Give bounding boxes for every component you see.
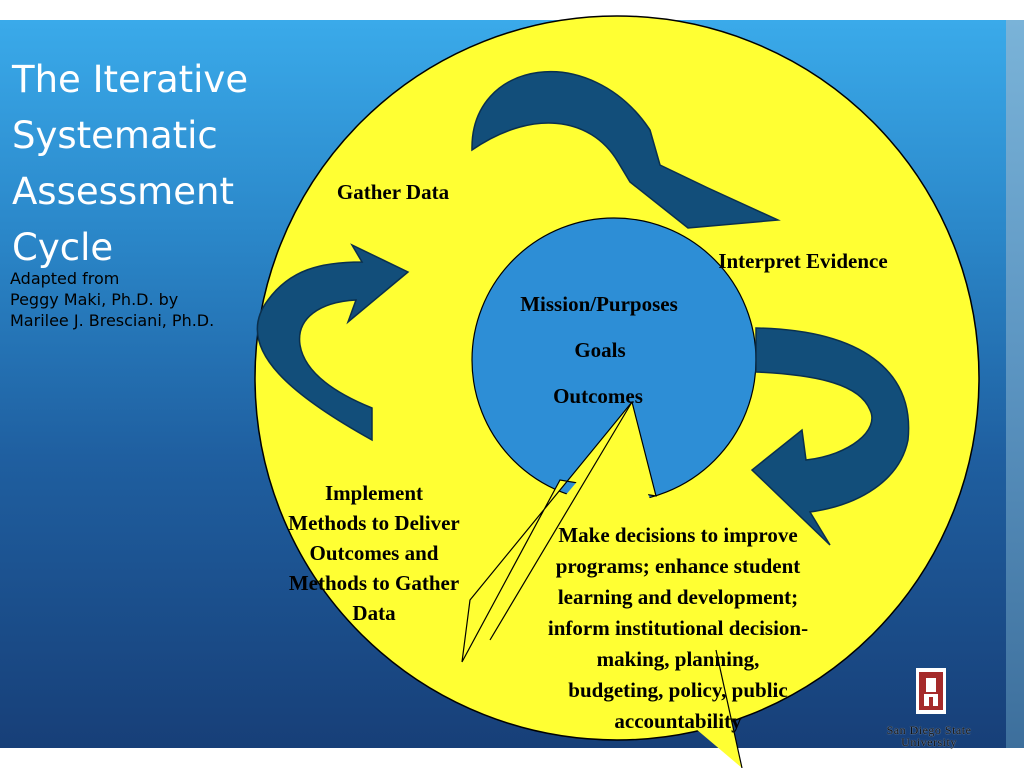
decisions-line-3: learning and development; bbox=[557, 585, 799, 609]
right-edge-band bbox=[1006, 20, 1024, 748]
title-line-1: The Iterative bbox=[12, 58, 249, 101]
implement-line-4: Methods to Gather bbox=[288, 571, 460, 595]
implement-line-3: Outcomes and bbox=[309, 541, 439, 565]
decisions-line-5: making, planning, bbox=[596, 647, 760, 671]
logo-line-2: University bbox=[901, 735, 957, 749]
logo-line-1: San Diego State bbox=[886, 723, 972, 737]
implement-line-2: Methods to Deliver bbox=[288, 511, 460, 535]
implement-line-1: Implement bbox=[325, 481, 423, 505]
subtitle-line-2: Peggy Maki, Ph.D. by bbox=[10, 290, 179, 309]
arrow-top bbox=[471, 70, 781, 229]
decisions-line-7: accountability bbox=[614, 709, 742, 733]
yellow-tail-bottom bbox=[490, 430, 742, 768]
title-line-4: Cycle bbox=[12, 226, 114, 269]
slide-subtitle: Adapted from Peggy Maki, Ph.D. by Marile… bbox=[10, 268, 270, 331]
arrow-left bbox=[256, 243, 410, 442]
slide-title: The Iterative Systematic Assessment Cycl… bbox=[12, 52, 302, 276]
arrow-right bbox=[750, 327, 910, 546]
decisions-line-1: Make decisions to improve bbox=[558, 523, 798, 547]
label-interpret-evidence: Interpret Evidence bbox=[718, 249, 888, 273]
label-implement-methods: Implement Methods to Deliver Outcomes an… bbox=[262, 478, 486, 628]
implement-line-5: Data bbox=[352, 601, 396, 625]
label-goals: Goals bbox=[574, 338, 626, 362]
label-make-decisions: Make decisions to improve programs; enha… bbox=[508, 520, 848, 737]
sdsu-logo-text: San Diego State University bbox=[862, 724, 996, 748]
title-line-2: Systematic bbox=[12, 114, 218, 157]
decisions-line-4: inform institutional decision- bbox=[547, 616, 809, 640]
decisions-line-6: budgeting, policy, public bbox=[568, 678, 788, 702]
subtitle-line-3: Marilee J. Bresciani, Ph.D. bbox=[10, 311, 215, 330]
title-line-3: Assessment bbox=[12, 170, 234, 213]
yellow-tail-bottom-edge bbox=[489, 401, 743, 768]
sdsu-emblem bbox=[916, 668, 946, 714]
sdsu-logo: San Diego State University bbox=[862, 664, 996, 754]
label-outcomes: Outcomes bbox=[553, 384, 643, 408]
label-mission-purposes: Mission/Purposes bbox=[520, 292, 678, 316]
decisions-line-2: programs; enhance student bbox=[555, 554, 801, 578]
subtitle-line-1: Adapted from bbox=[10, 269, 120, 288]
label-gather-data: Gather Data bbox=[336, 180, 450, 204]
